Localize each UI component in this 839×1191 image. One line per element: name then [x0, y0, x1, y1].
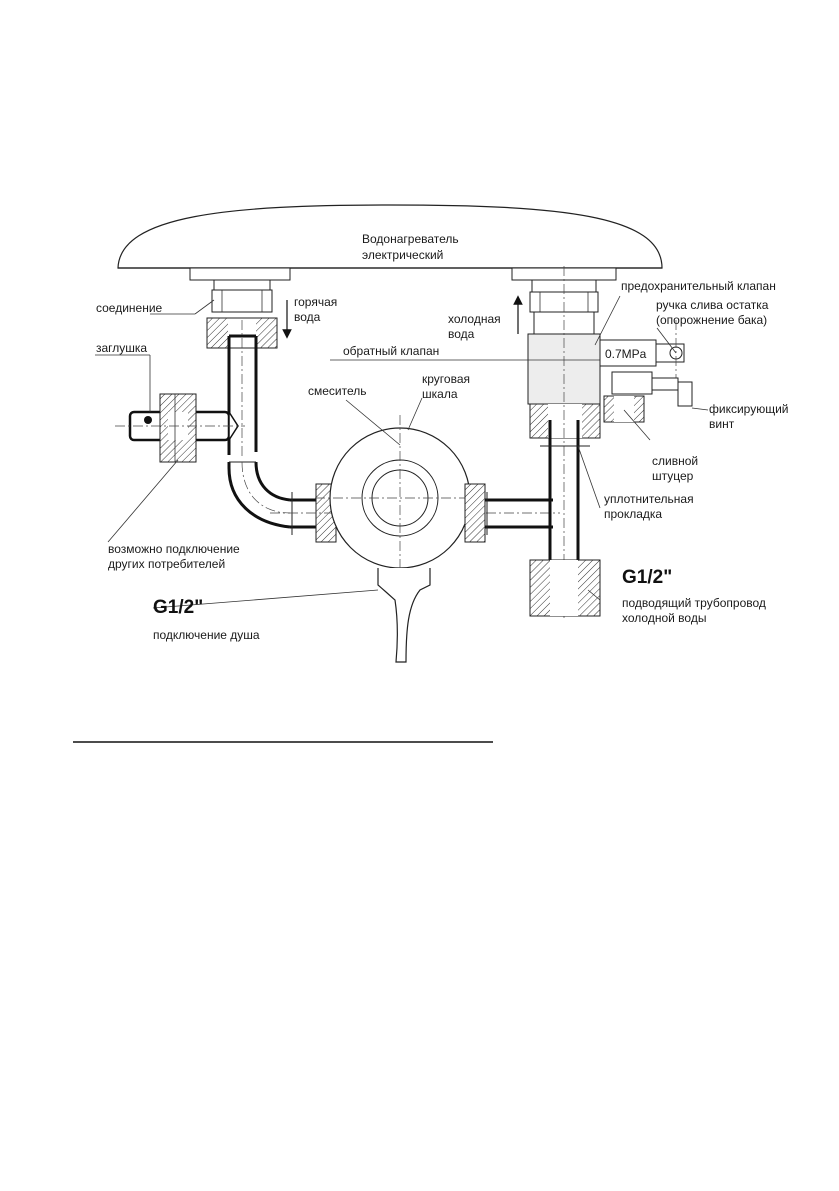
plug [115, 393, 245, 463]
hot-water-pipe [227, 320, 291, 529]
label-scale-1: круговая [422, 372, 470, 386]
label-mixer: смеситель [308, 384, 367, 398]
label-fixing-screw-2: винт [709, 417, 735, 431]
label-shower: подключение душа [153, 628, 260, 642]
label-consumers-1: возможно подключение [108, 542, 240, 556]
label-connection: соединение [96, 301, 163, 315]
label-gasket-1: уплотнительная [604, 492, 694, 506]
label-supply-2: холодной воды [622, 611, 706, 625]
label-cold-water-1: холодная [448, 312, 501, 326]
label-hot-water-1: горячая [294, 295, 337, 309]
label-consumers-2: других потребителей [108, 557, 225, 571]
mixer-body [315, 415, 485, 663]
label-thread-right: G1/2" [622, 567, 672, 588]
label-drain-handle-2: (опорожнение бака) [656, 313, 767, 327]
label-gasket-2: прокладка [604, 507, 662, 521]
label-drain-handle-1: ручка слива остатка [656, 298, 769, 312]
label-heater: Водонагреватель [362, 232, 459, 246]
label-fixing-screw-1: фиксирующий [709, 402, 788, 416]
label-plug: заглушка [96, 341, 147, 355]
label-safety-valve: предохранительный клапан [621, 279, 776, 293]
label-drain-fitting-2: штуцер [652, 469, 694, 483]
label-cold-water-2: вода [448, 327, 475, 341]
label-supply-1: подводящий трубопровод [622, 596, 766, 610]
hot-water-connection [206, 279, 278, 349]
label-hot-water-2: вода [294, 310, 321, 324]
label-check-valve: обратный клапан [343, 344, 439, 358]
label-heater-sub: электрический [362, 248, 443, 262]
leader-lines [95, 295, 709, 609]
water-heater-tank [117, 204, 663, 281]
label-drain-fitting-1: сливной [652, 454, 698, 468]
right-pipe-to-mixer [464, 483, 553, 543]
label-scale-2: шкала [422, 387, 458, 401]
label-thread-left: G1/2" [153, 597, 203, 618]
cold-water-assembly [527, 266, 693, 620]
label-pressure: 0.7MPa [605, 347, 647, 361]
